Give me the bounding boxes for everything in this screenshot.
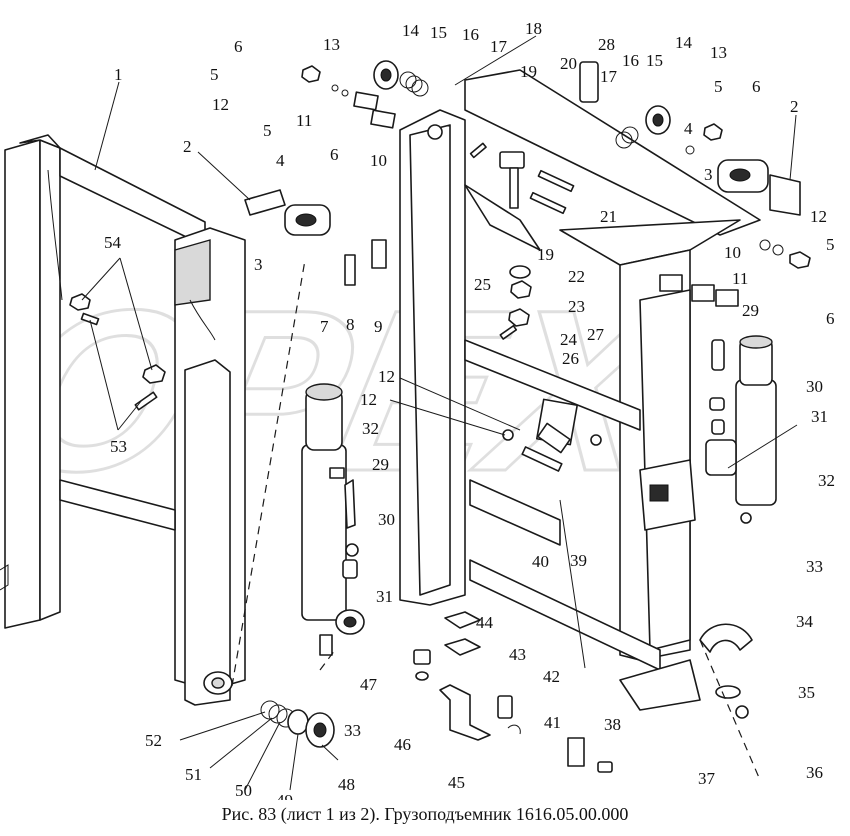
callout-12b: 12: [810, 207, 827, 226]
callout-26: 26: [562, 349, 579, 368]
callout-41: 41: [544, 713, 561, 732]
callout-54: 54: [104, 233, 122, 252]
callout-44: 44: [476, 613, 494, 632]
callout-3b: 3: [704, 165, 713, 184]
exploded-assembly-diagram: OPEX: [0, 19, 835, 800]
callout-15: 15: [430, 23, 447, 42]
callout-11: 11: [296, 111, 312, 130]
callout-24: 24: [560, 330, 578, 349]
callout-16: 16: [462, 25, 479, 44]
callout-53: 53: [110, 437, 127, 456]
callout-39: 39: [570, 551, 587, 570]
callout-49: 49: [276, 791, 293, 800]
callout-36: 36: [806, 763, 823, 782]
callout-12c: 12: [378, 367, 395, 386]
callout-30: 30: [378, 510, 395, 529]
callout-40: 40: [532, 552, 549, 571]
callout-22: 22: [568, 267, 585, 286]
callout-42: 42: [543, 667, 560, 686]
assembly-lines: [231, 259, 761, 781]
bracket-left: [244, 189, 387, 286]
callout-labels: 1 2 2 3 3 4 4 5 5 5 5 6 6 6 6 7 8 9 10 1…: [104, 19, 835, 800]
callout-25: 25: [474, 275, 491, 294]
callout-5: 5: [210, 65, 219, 84]
callout-19: 19: [520, 62, 537, 81]
callout-47: 47: [360, 675, 378, 694]
callout-5b: 5: [263, 121, 272, 140]
callout-50: 50: [235, 781, 252, 800]
bottom-hardware: [260, 611, 753, 773]
callout-32: 32: [362, 419, 379, 438]
callout-31: 31: [376, 587, 393, 606]
callout-46: 46: [394, 735, 411, 754]
callout-14: 14: [402, 21, 420, 40]
bolts-53-54: [69, 293, 166, 411]
callout-2b: 2: [790, 97, 799, 116]
callout-6b: 6: [330, 145, 339, 164]
callout-38: 38: [604, 715, 621, 734]
figure-caption: Рис. 83 (лист 1 из 2). Грузоподъемник 16…: [221, 804, 629, 824]
callout-21: 21: [600, 207, 617, 226]
callout-10b: 10: [724, 243, 741, 262]
callout-33b: 33: [806, 557, 823, 576]
callout-20: 20: [560, 54, 577, 73]
callout-6d: 6: [826, 309, 835, 328]
callout-4: 4: [276, 151, 285, 170]
callout-10: 10: [370, 151, 387, 170]
callout-5d: 5: [826, 235, 835, 254]
lift-cylinder-left: [301, 383, 365, 656]
callout-11b: 11: [732, 269, 748, 288]
callout-30b: 30: [806, 377, 823, 396]
lift-cylinder-right: [705, 335, 777, 524]
callout-2: 2: [183, 137, 192, 156]
callout-8: 8: [346, 315, 355, 334]
outer-mast-frame: [0, 134, 246, 706]
middle-hardware: [499, 265, 602, 472]
callout-14b: 14: [675, 33, 693, 52]
inner-mast-carriage: [399, 69, 761, 711]
callout-23: 23: [568, 297, 585, 316]
callout-6c: 6: [752, 77, 761, 96]
callout-3: 3: [254, 255, 263, 274]
callout-43: 43: [509, 645, 526, 664]
callout-16b: 16: [622, 51, 639, 70]
callout-51: 51: [185, 765, 202, 784]
callout-13b: 13: [710, 43, 727, 62]
callout-19b: 19: [537, 245, 554, 264]
callout-48: 48: [338, 775, 355, 794]
callout-17b: 17: [600, 67, 618, 86]
leader-lines: [81, 35, 798, 791]
callout-35: 35: [798, 683, 815, 702]
callout-31b: 31: [811, 407, 828, 426]
callout-17: 17: [490, 37, 508, 56]
callout-1: 1: [114, 65, 123, 84]
callout-13: 13: [323, 35, 340, 54]
callout-34: 34: [796, 612, 814, 631]
callout-29b: 29: [742, 301, 759, 320]
callout-4b: 4: [684, 119, 693, 138]
callout-5c: 5: [714, 77, 723, 96]
callout-12: 12: [212, 95, 229, 114]
callout-37: 37: [698, 769, 716, 788]
callout-29: 29: [372, 455, 389, 474]
callout-33: 33: [344, 721, 361, 740]
callout-12d: 12: [360, 390, 377, 409]
callout-52: 52: [145, 731, 162, 750]
callout-7: 7: [320, 317, 329, 336]
callout-18: 18: [525, 19, 542, 38]
callout-32b: 32: [818, 471, 835, 490]
top-hardware: [301, 60, 723, 215]
callout-15b: 15: [646, 51, 663, 70]
callout-45: 45: [448, 773, 465, 792]
callout-6: 6: [234, 37, 243, 56]
callout-9: 9: [374, 317, 383, 336]
callout-27: 27: [587, 325, 605, 344]
callout-28: 28: [598, 35, 615, 54]
